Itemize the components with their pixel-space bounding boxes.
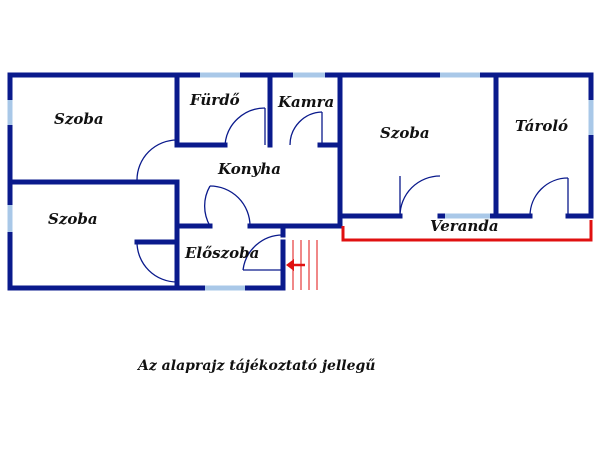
- room-label-szoba-top-left: Szoba: [54, 110, 104, 128]
- room-label-konyha: Konyha: [217, 160, 281, 178]
- room-label-veranda: Veranda: [430, 217, 499, 235]
- door-swing-icon: [136, 139, 178, 181]
- entrance-arrow-icon: [286, 259, 305, 271]
- room-label-furdo: Fürdő: [189, 91, 240, 109]
- windows: [7, 72, 594, 291]
- walls: [7, 72, 594, 291]
- room-label-szoba-bottom-left: Szoba: [48, 210, 98, 228]
- plan-caption: Az alaprajz tájékoztató jellegű: [136, 358, 375, 374]
- room-label-tarolo: Tároló: [515, 117, 568, 135]
- room-label-eloszoba: Előszoba: [184, 244, 259, 262]
- room-label-kamra: Kamra: [277, 93, 334, 111]
- doors: [136, 107, 569, 283]
- veranda-outline: [341, 220, 593, 242]
- room-label-szoba-right: Szoba: [380, 124, 430, 142]
